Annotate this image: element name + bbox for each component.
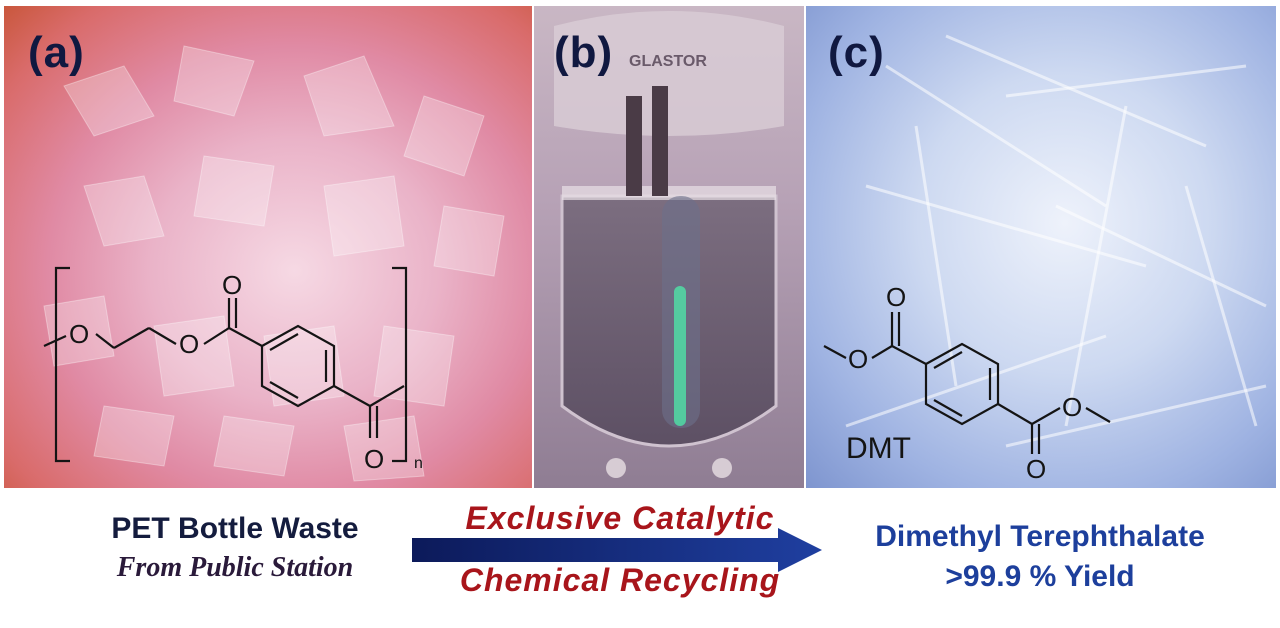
pet-flakes-texture — [43, 45, 505, 482]
dmt-product-caption: Dimethyl Terephthalate >99.9 % Yield — [820, 520, 1260, 594]
pet-source-caption: PET Bottle Waste From Public Station — [70, 512, 400, 584]
pet-atom-o4: O — [364, 444, 384, 474]
arrow-label-top: Exclusive Catalytic — [465, 500, 775, 536]
dmt-atom-o1: O — [848, 344, 868, 374]
panel-b-label: (b) — [554, 28, 614, 77]
pet-atom-o1: O — [69, 319, 89, 349]
pet-atom-o2: O — [179, 329, 199, 359]
pet-subtitle: From Public Station — [116, 552, 354, 583]
dmt-yield: >99.9 % Yield — [945, 560, 1135, 593]
dmt-structure: O O O O DMT — [823, 282, 1111, 484]
dmt-label: DMT — [846, 432, 911, 465]
panel-c-label: (c) — [828, 28, 885, 77]
panel-a-pet-flakes-photo: (a) — [4, 6, 532, 488]
pet-atom-o3: O — [222, 270, 242, 300]
dmt-crystal-texture — [845, 34, 1267, 448]
arrow-label-bottom: Chemical Recycling — [459, 562, 781, 598]
dmt-atom-o4: O — [1026, 454, 1046, 484]
pet-title: PET Bottle Waste — [111, 512, 359, 545]
panel-a-label: (a) — [28, 28, 85, 77]
dmt-atom-o2: O — [886, 282, 906, 312]
pet-structure: O O O O n — [43, 266, 423, 474]
panel-c-dmt-crystals-photo: (c) O O O O DMT — [806, 6, 1276, 488]
pet-subscript-n: n — [414, 455, 423, 472]
vessel-brand-text: GLASTOR — [629, 53, 707, 70]
dmt-title: Dimethyl Terephthalate — [875, 520, 1205, 553]
panel-b-reactor-photo: GLASTOR (b) — [534, 6, 804, 488]
process-arrow — [412, 528, 822, 572]
dmt-atom-o3: O — [1062, 392, 1082, 422]
reactor-illustration: GLASTOR — [554, 11, 784, 478]
